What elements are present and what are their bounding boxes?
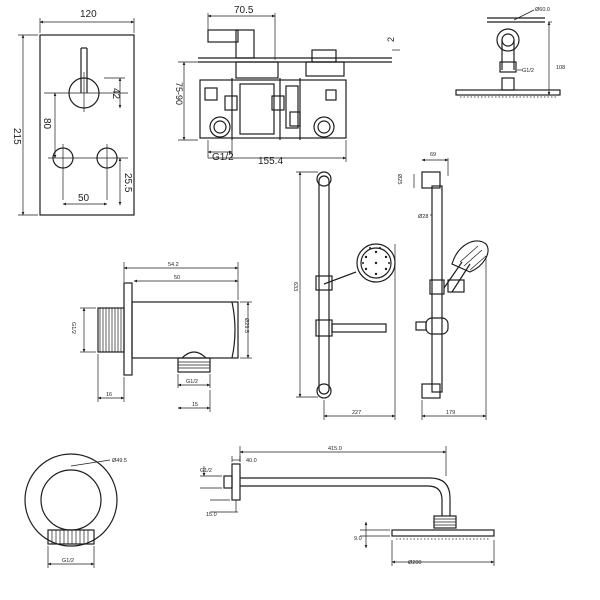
outlet-body bbox=[131, 301, 239, 359]
riser-rail-side-view: 69 Ø25 Ø28 179 bbox=[396, 152, 489, 420]
riser-rail-front-view: 633 227 bbox=[292, 171, 396, 420]
wall-outlet-side-view: 54.2 50 G1/2 Ø29.5 G1/2 16 bbox=[70, 262, 252, 412]
valve-plate-width-label: 120 bbox=[80, 9, 97, 20]
riser-spread-label: 227 bbox=[352, 410, 361, 416]
spacing-top-label: 42 bbox=[110, 88, 121, 100]
valve-inlet-right bbox=[313, 116, 335, 138]
outlet-diameter-label: Ø29.5 bbox=[243, 318, 249, 333]
valve-inlet-left bbox=[209, 116, 231, 138]
outlet-thread-in-label: G1/2 bbox=[70, 322, 76, 334]
valve-body-block bbox=[199, 79, 347, 139]
outlet-body-label: 50 bbox=[174, 275, 180, 281]
ceiling-arm-view: Ø60.0 G1/2 108 bbox=[455, 7, 565, 98]
riser-top-width-label: 69 bbox=[430, 152, 436, 158]
outlet-right-length-label: 15 bbox=[192, 402, 198, 408]
riser-bracket-label: Ø25 bbox=[396, 174, 402, 184]
spacing-mid-label: 80 bbox=[41, 118, 52, 130]
outlet-front-diameter-label: Ø49.5 bbox=[112, 458, 127, 464]
ceiling-drop-label: 108 bbox=[556, 65, 565, 71]
wall-head-diameter-label: Ø200 bbox=[408, 560, 421, 566]
wall-arm-offset-label: 15.0 bbox=[206, 512, 217, 518]
wall-shower-head bbox=[391, 529, 495, 537]
valve-plate-height-label: 215 bbox=[11, 128, 22, 145]
riser-height-label: 633 bbox=[292, 282, 298, 291]
spacing-bottom-label: 25.5 bbox=[122, 173, 133, 193]
riser-rail bbox=[318, 175, 330, 395]
outlet-thread-out-label: G1/2 bbox=[186, 379, 198, 385]
wall-arm-shower-view: G1/2 40.0 415.0 15.0 9.0 Ø200 bbox=[200, 446, 495, 566]
outlet-front-inner bbox=[40, 469, 102, 531]
wall-head-height-label: 9.0 bbox=[354, 536, 362, 542]
wall-arm-thread-label: G1/2 bbox=[200, 468, 212, 474]
plate-thickness-label: 2 bbox=[386, 37, 396, 42]
wall-arm-length-label: 415.0 bbox=[328, 446, 342, 452]
wall-outlet-front-view: Ø49.5 G1/2 bbox=[24, 453, 127, 568]
riser-depth-label: 179 bbox=[446, 410, 455, 416]
outlet-front-thread-label: G1/2 bbox=[62, 558, 74, 564]
outlet-overall-label: 54.2 bbox=[168, 262, 179, 268]
hand-shower-side bbox=[451, 240, 489, 273]
riser-rail-label: Ø28 bbox=[418, 214, 428, 220]
valve-plate-outline bbox=[39, 34, 135, 216]
ceiling-thread-label: G1/2 bbox=[522, 68, 534, 74]
valve-depth-label: 75-90 bbox=[174, 82, 184, 105]
valve-top-width-label: 70.5 bbox=[234, 5, 254, 16]
ceiling-flange-label: Ø60.0 bbox=[535, 7, 550, 13]
wall-arm-flange bbox=[231, 463, 241, 501]
valve-plate-front-view: 120 215 42 80 25.5 50 bbox=[11, 9, 135, 216]
outlet-front-outer bbox=[24, 453, 118, 547]
valve-total-width-label: 155.4 bbox=[258, 156, 283, 167]
outlet-left-length-label: 16 bbox=[106, 392, 112, 398]
valve-thread-label: G1/2 bbox=[212, 152, 234, 163]
valve-body-side-view: 70.5 2 75-90 G1/2 bbox=[174, 5, 400, 167]
wall-arm-flange-label: 40.0 bbox=[246, 458, 257, 464]
ceiling-shower-head bbox=[455, 89, 561, 96]
riser-rail-side bbox=[431, 185, 443, 393]
knob-spacing-label: 50 bbox=[78, 193, 90, 204]
